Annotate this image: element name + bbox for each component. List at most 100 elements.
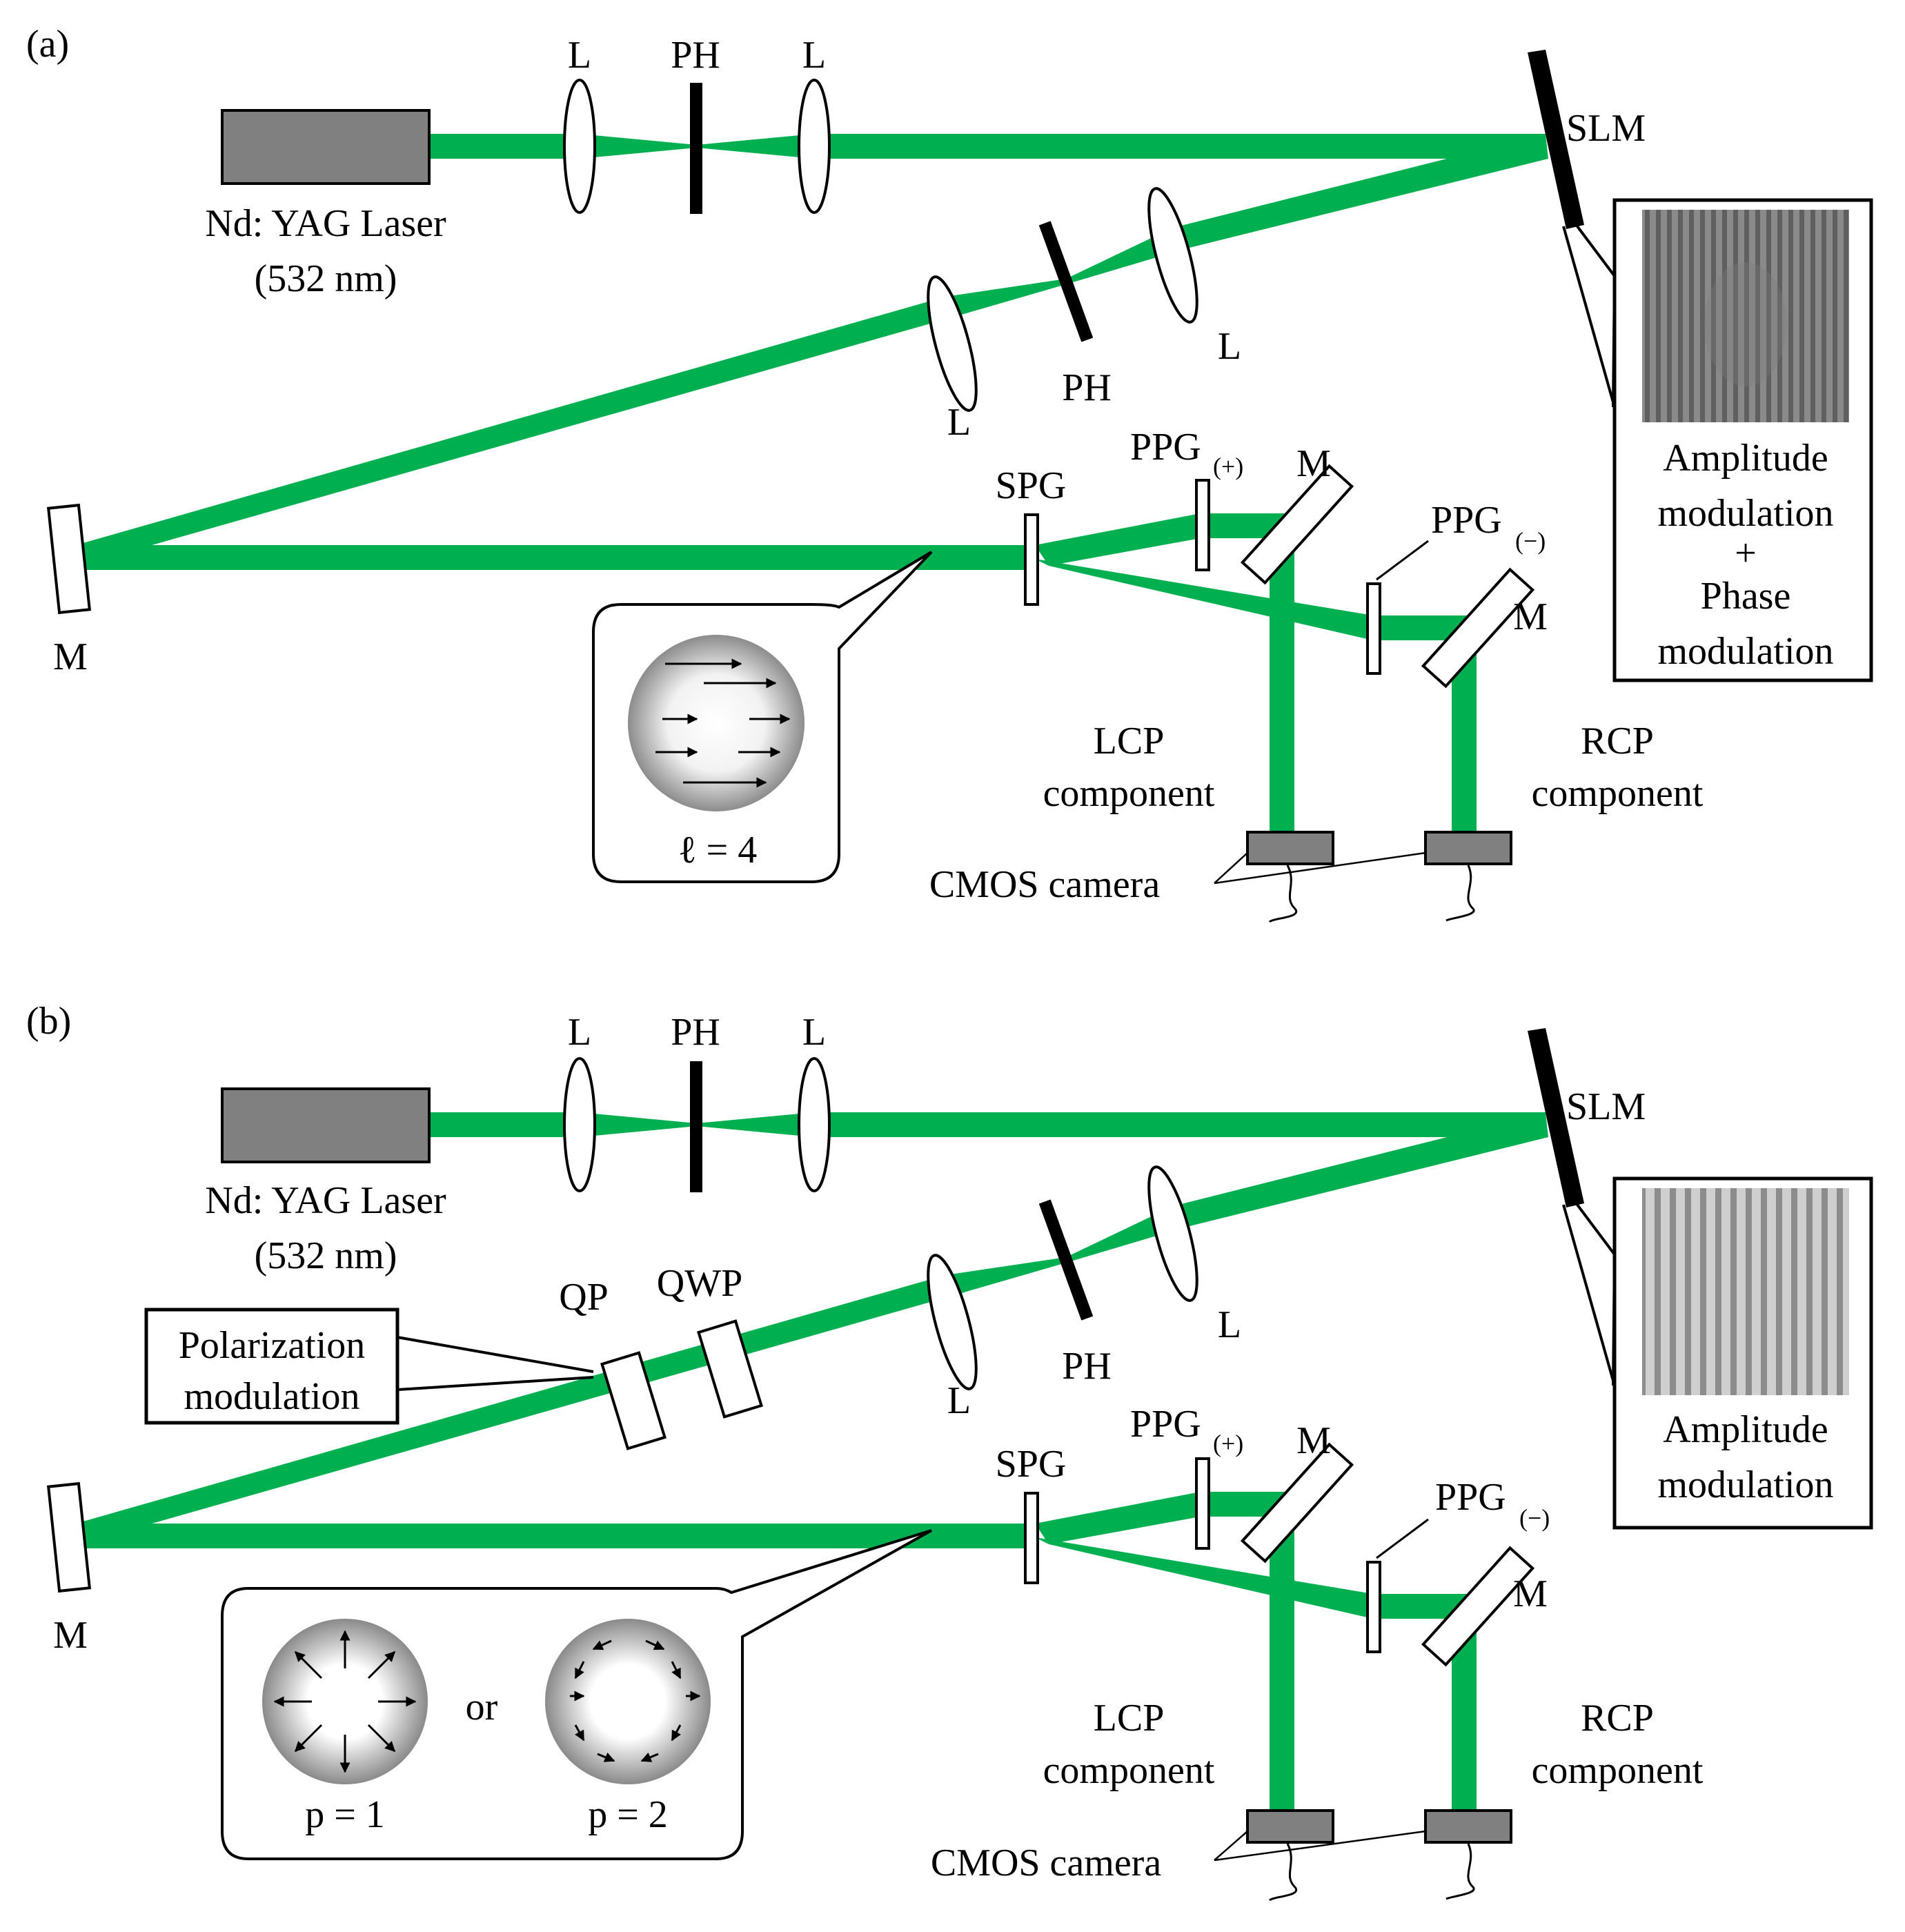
laser-wavelength-a: (532 nm) bbox=[255, 257, 397, 300]
inset-or-label: or bbox=[466, 1686, 498, 1728]
mirror-upper-label-a: M bbox=[1296, 442, 1331, 485]
camera-cable-2-b bbox=[1445, 1843, 1475, 1900]
slm-hologram-b bbox=[1642, 1188, 1849, 1395]
qp-label: QP bbox=[559, 1276, 609, 1319]
pinhole-2-label-b: PH bbox=[1062, 1345, 1112, 1388]
slm-a bbox=[1528, 50, 1584, 229]
mirror-upper-a bbox=[1240, 464, 1354, 585]
lens-4-b bbox=[1147, 1165, 1198, 1302]
slm-caption-a-4: modulation bbox=[1657, 630, 1833, 673]
cmos-camera-2-a bbox=[1424, 831, 1512, 865]
mirror-left-a bbox=[46, 503, 92, 615]
pinhole-1-label-a: PH bbox=[671, 34, 720, 77]
ppg-plus-a bbox=[1195, 479, 1210, 571]
lens-4-label-b: L bbox=[1218, 1303, 1241, 1346]
lens-3-label-a: L bbox=[947, 401, 971, 444]
lens-3-a bbox=[927, 275, 978, 412]
lcp-line2-a: component bbox=[1043, 772, 1215, 815]
spg-label-a: SPG bbox=[996, 464, 1067, 507]
mirror-lower-a bbox=[1421, 567, 1535, 689]
pinhole-1-a bbox=[690, 83, 702, 214]
nd-yag-laser-a bbox=[221, 109, 431, 185]
mirror-upper-b bbox=[1240, 1442, 1354, 1564]
camera-cable-1-a bbox=[1268, 865, 1298, 923]
panel-b-label: (b) bbox=[26, 1000, 71, 1043]
radial-polarization-arrows bbox=[273, 1630, 417, 1773]
q-plate bbox=[600, 1351, 667, 1450]
rcp-line2-a: component bbox=[1532, 772, 1704, 815]
spg-label-b: SPG bbox=[996, 1443, 1067, 1486]
lens-3-label-b: L bbox=[947, 1379, 971, 1422]
lcp-line2-b: component bbox=[1043, 1749, 1215, 1792]
lens-1-label-a: L bbox=[568, 34, 591, 77]
pinhole-2-a bbox=[1038, 221, 1094, 342]
lens-1-b bbox=[563, 1057, 596, 1192]
polarization-box-line2: modulation bbox=[184, 1375, 359, 1418]
mirror-left-label-a: M bbox=[53, 635, 88, 678]
cmos-camera-2-b bbox=[1424, 1809, 1512, 1844]
laser-wavelength-b: (532 nm) bbox=[255, 1234, 397, 1277]
camera-cable-2-a bbox=[1445, 865, 1475, 922]
lens-2-b bbox=[798, 1057, 831, 1192]
lens-2-a bbox=[798, 79, 831, 214]
lens-3-b bbox=[927, 1254, 978, 1390]
slm-caption-a-2: + bbox=[1735, 532, 1757, 575]
slm-caption-a-1: modulation bbox=[1657, 492, 1833, 535]
mirror-left-b bbox=[46, 1481, 92, 1593]
ppg-plus-b bbox=[1195, 1457, 1210, 1550]
camera-label-a: CMOS camera bbox=[929, 863, 1161, 906]
spg-a bbox=[1024, 513, 1039, 606]
slm-callout-line-b bbox=[1572, 1198, 1617, 1386]
lens-1-a bbox=[563, 79, 596, 214]
beam-spot-a bbox=[628, 635, 805, 811]
laser-name-a: Nd: YAG Laser bbox=[205, 202, 446, 245]
ppg-minus-label-b: PPG bbox=[1435, 1476, 1506, 1519]
slm-callout-line-a bbox=[1572, 219, 1617, 408]
quarter-wave-plate bbox=[697, 1319, 763, 1419]
laser-beam-path-a bbox=[76, 134, 1548, 831]
slm-hologram-a bbox=[1642, 210, 1849, 422]
slm-label-a: SLM bbox=[1566, 107, 1646, 150]
ppg-plus-label-b: PPG bbox=[1130, 1403, 1201, 1446]
laser-name-b: Nd: YAG Laser bbox=[205, 1179, 446, 1222]
ppg-minus-a bbox=[1366, 582, 1381, 675]
pinhole-1-b bbox=[690, 1061, 702, 1192]
polarization-modulation-box bbox=[144, 1308, 399, 1425]
ppg-minus-sub-b: (−) bbox=[1519, 1504, 1550, 1532]
polarization-arrows-a bbox=[655, 658, 791, 788]
lens-4-a bbox=[1147, 187, 1198, 324]
qwp-label: QWP bbox=[657, 1262, 742, 1305]
ppg-minus-label-a: PPG bbox=[1431, 499, 1502, 542]
azimuthal-polarization-arrows bbox=[570, 1639, 701, 1762]
ppg-plus-sub-b: (+) bbox=[1213, 1430, 1243, 1457]
beam-spot-p2 bbox=[545, 1619, 711, 1784]
lens-1-label-b: L bbox=[568, 1011, 591, 1054]
ppg-minus-b bbox=[1366, 1561, 1381, 1653]
inset-right-label: p = 2 bbox=[588, 1793, 668, 1836]
panel-b: (b) Nd: YAG Laser (532 nm) L PH L bbox=[26, 1000, 1873, 1902]
rcp-line1-a: RCP bbox=[1581, 720, 1654, 762]
rcp-line2-b: component bbox=[1532, 1749, 1704, 1792]
lcp-line1-b: LCP bbox=[1094, 1697, 1165, 1739]
slm-caption-b-1: modulation bbox=[1657, 1463, 1833, 1506]
pinhole-2-b bbox=[1038, 1199, 1094, 1321]
ppg-minus-sub-a: (−) bbox=[1515, 527, 1546, 555]
lens-2-label-a: L bbox=[802, 34, 826, 77]
lens-2-label-b: L bbox=[802, 1011, 826, 1054]
pinhole-2-label-a: PH bbox=[1062, 366, 1112, 409]
lens-4-label-a: L bbox=[1218, 325, 1241, 368]
slm-caption-a-3: Phase bbox=[1701, 575, 1791, 618]
panel-a: (a) Nd: bbox=[26, 23, 1873, 923]
camera-label-b: CMOS camera bbox=[931, 1842, 1162, 1884]
pinhole-1-label-b: PH bbox=[671, 1011, 720, 1054]
ppg-plus-label-a: PPG bbox=[1130, 426, 1201, 469]
mirror-lower-label-a: M bbox=[1513, 595, 1548, 638]
polarization-box-line1: Polarization bbox=[179, 1324, 366, 1367]
nd-yag-laser-b bbox=[221, 1087, 431, 1163]
panel-a-label: (a) bbox=[26, 23, 69, 66]
inset-label-a: ℓ = 4 bbox=[678, 829, 757, 871]
mirror-upper-label-b: M bbox=[1296, 1419, 1331, 1462]
spg-b bbox=[1024, 1492, 1039, 1584]
rcp-line1-b: RCP bbox=[1581, 1697, 1654, 1739]
